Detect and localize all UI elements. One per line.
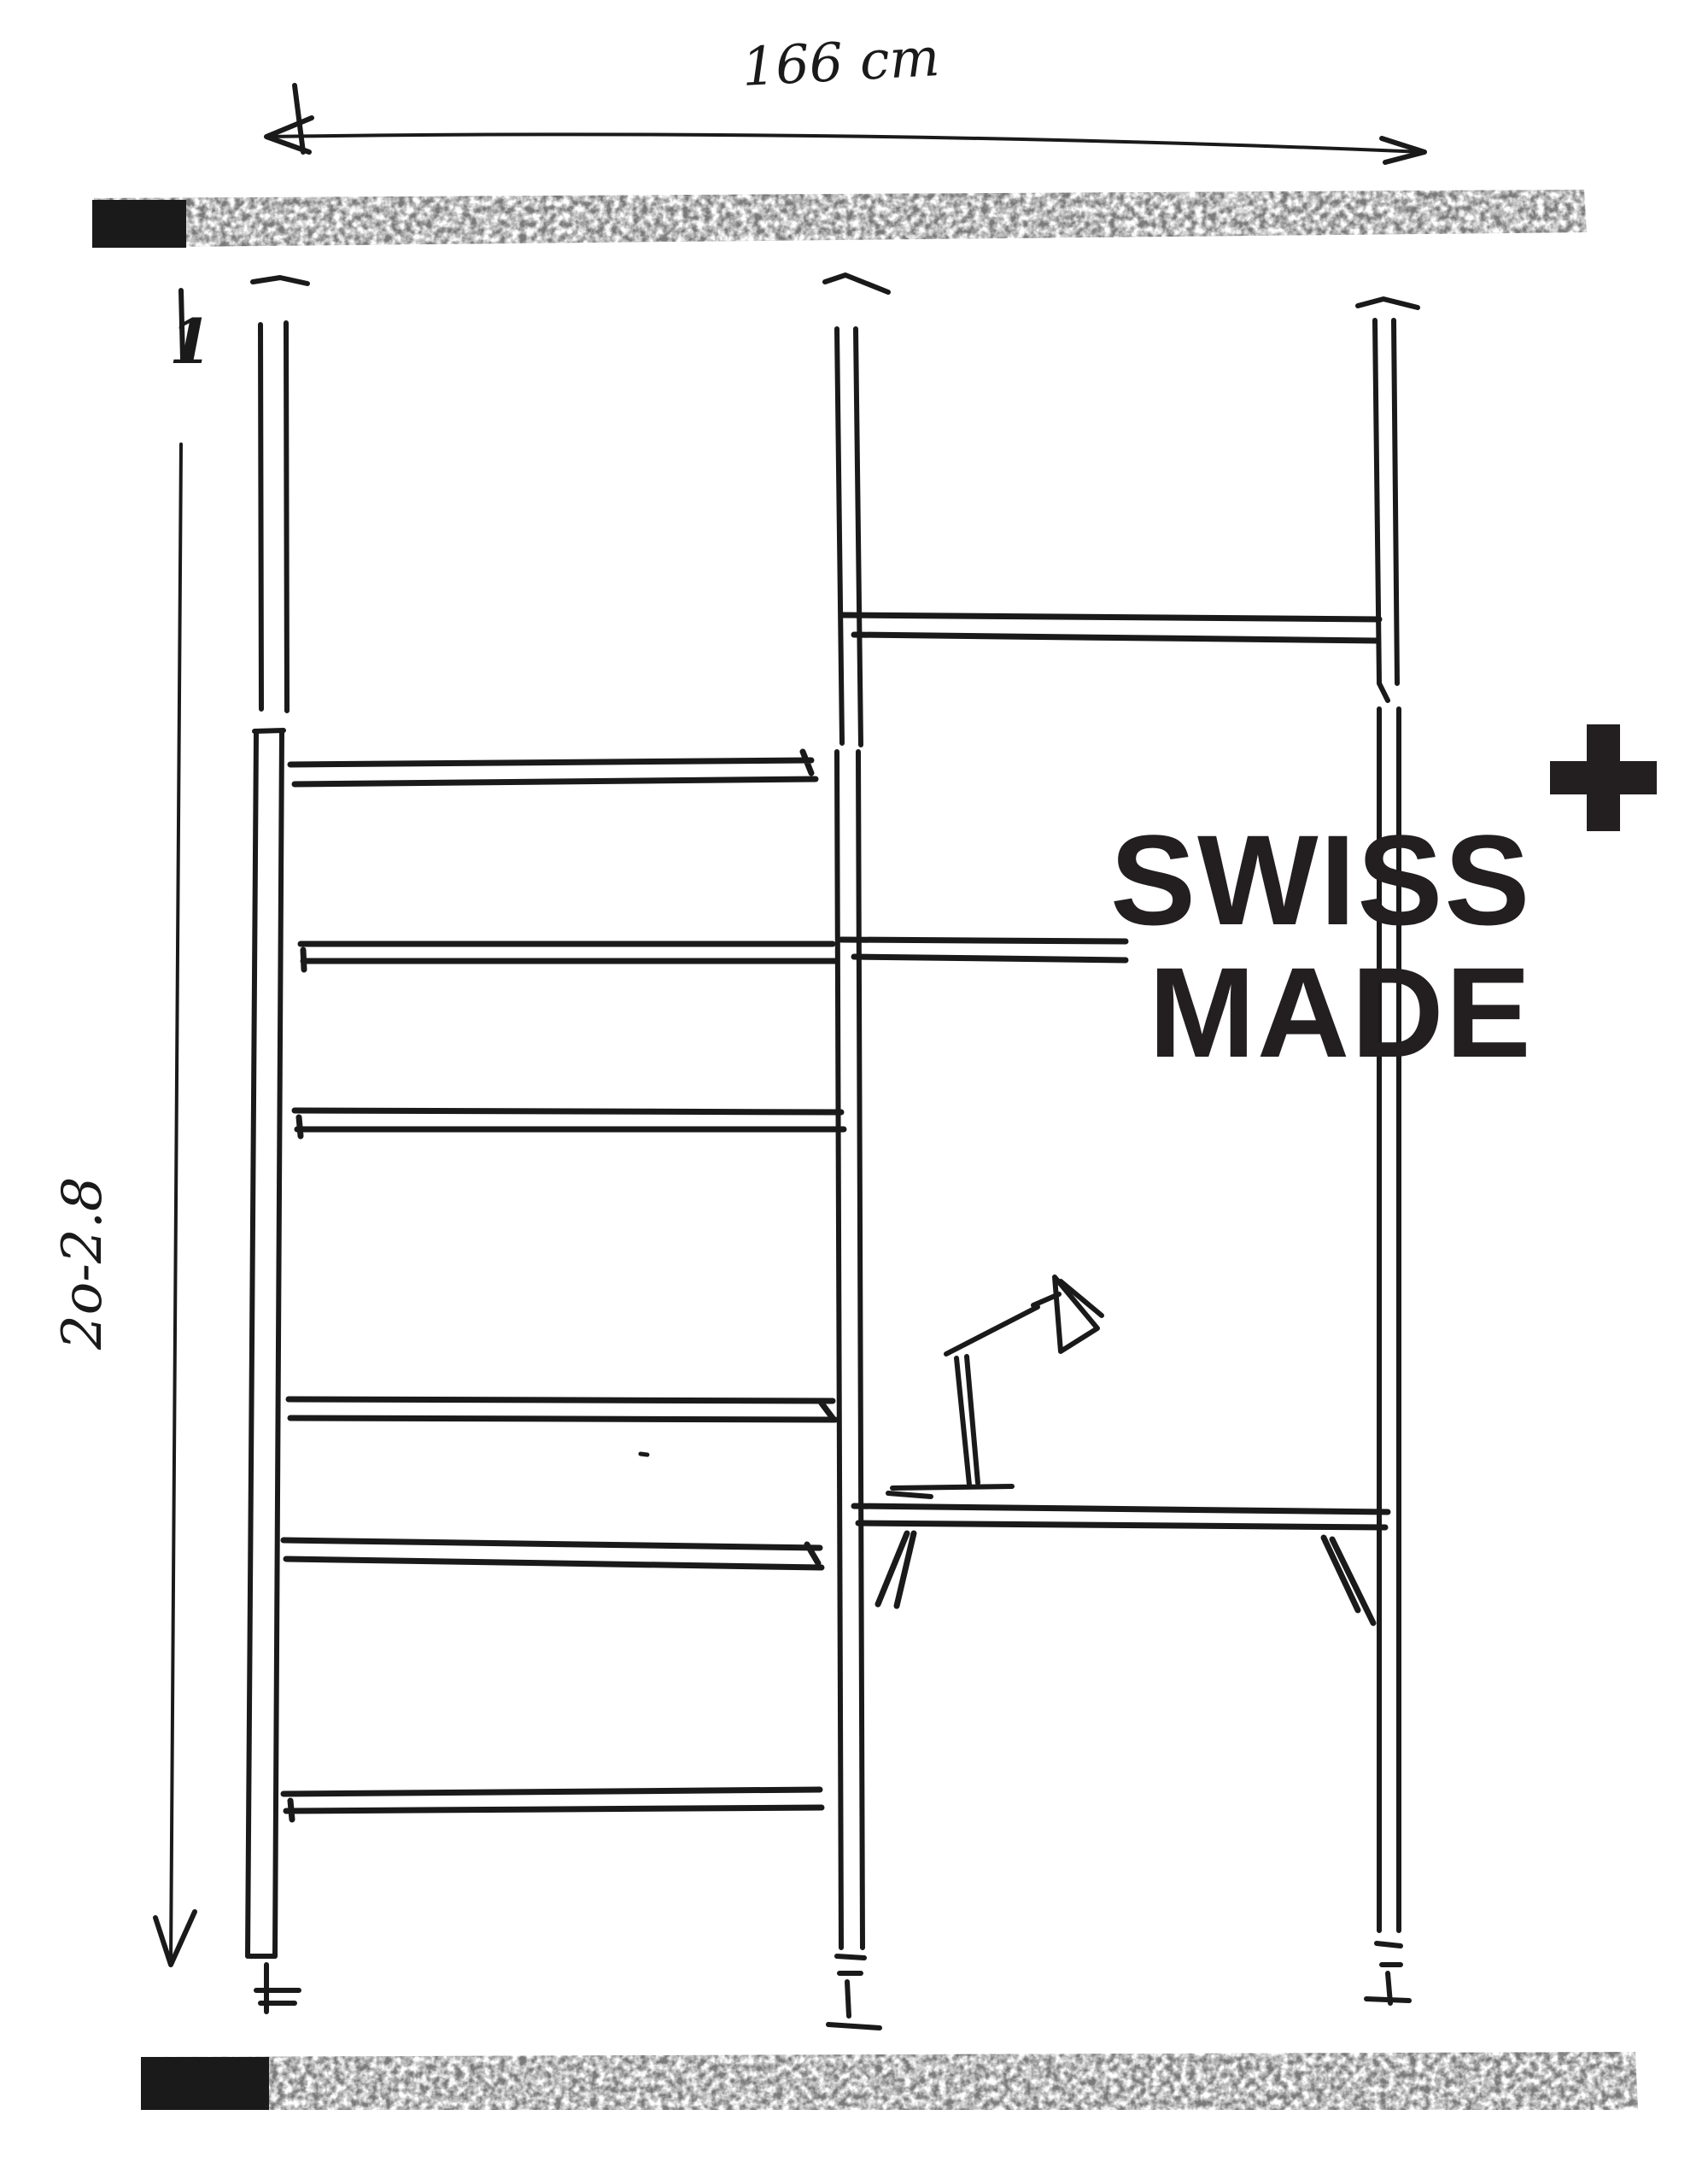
desk: [851, 1503, 1391, 1626]
height-annotation: 2o-2.8: [51, 1176, 114, 1351]
swiss-made-line-2: MADE: [1149, 941, 1533, 1084]
left-pole: [245, 275, 310, 2014]
right-shelves: [838, 612, 1383, 964]
left-shelves: [280, 748, 847, 1823]
width-annotation: 166 cm: [740, 26, 941, 98]
floor-band: [141, 2052, 1638, 2110]
width-dimension-arrow: [264, 83, 1427, 165]
plus-cross-icon: [1550, 724, 1657, 831]
right-pole: [1355, 296, 1420, 2006]
ceiling-band: [92, 190, 1587, 248]
middle-pole: [822, 272, 891, 2030]
swiss-made-line-1: SWISS: [1110, 808, 1532, 952]
pencil-mark: [638, 1451, 650, 1457]
desk-lamp-icon: [886, 1275, 1104, 1499]
height-dimension-arrow: [153, 288, 197, 1967]
top-height-mark: 1: [169, 305, 212, 378]
